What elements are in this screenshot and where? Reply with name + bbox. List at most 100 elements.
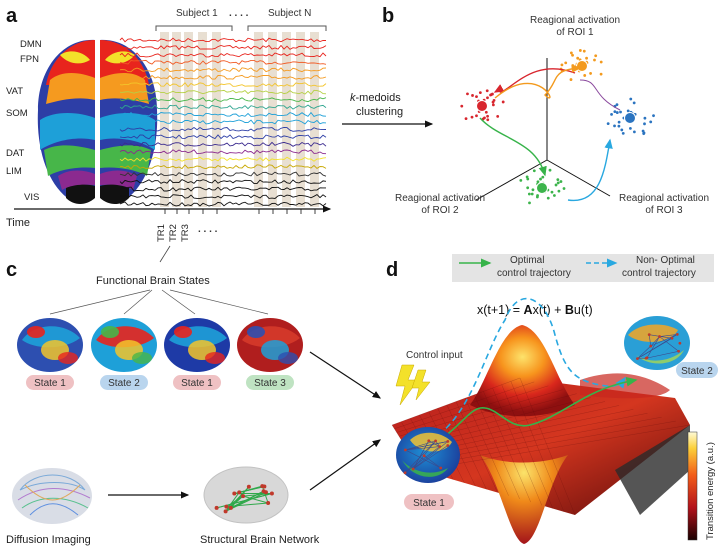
network-node bbox=[404, 471, 407, 474]
cluster-point bbox=[619, 111, 622, 114]
subject-dots: . . . . bbox=[229, 8, 249, 19]
network-node bbox=[678, 342, 681, 345]
network-node bbox=[224, 505, 228, 509]
timeseries-line bbox=[120, 165, 326, 169]
tr-to-state-connectors bbox=[160, 246, 170, 262]
tr3-label: TR3 bbox=[180, 224, 191, 242]
network-node bbox=[645, 357, 648, 360]
cluster-point bbox=[629, 127, 632, 130]
network-node bbox=[247, 485, 251, 489]
control-input-label: Control input bbox=[406, 350, 463, 361]
cluster-point bbox=[479, 91, 482, 94]
network-node bbox=[676, 333, 679, 336]
net-label-vis: VIS bbox=[24, 192, 39, 203]
functional-state-brains bbox=[17, 318, 303, 372]
network-node bbox=[241, 494, 245, 498]
cluster-point bbox=[633, 101, 636, 104]
cluster-point bbox=[600, 61, 603, 64]
cluster-point bbox=[475, 114, 478, 117]
brain-region bbox=[58, 352, 78, 364]
state-brain bbox=[164, 318, 230, 372]
diffusion-brain bbox=[12, 468, 92, 524]
cluster-point bbox=[600, 73, 603, 76]
cluster-point bbox=[528, 201, 531, 204]
network-node bbox=[232, 492, 236, 496]
cluster-point bbox=[465, 117, 468, 120]
structural-brain bbox=[204, 467, 288, 523]
network-node bbox=[677, 350, 680, 353]
cluster-point bbox=[560, 180, 563, 183]
cluster-point bbox=[471, 116, 474, 119]
net-label-dat: DAT bbox=[6, 148, 24, 159]
cluster-centroid bbox=[477, 101, 488, 112]
network-node bbox=[636, 357, 639, 360]
state-start-label: State 1 bbox=[413, 498, 445, 509]
cluster-point bbox=[531, 193, 534, 196]
time-label: Time bbox=[6, 217, 30, 229]
cluster-point bbox=[618, 121, 621, 124]
network-node bbox=[438, 445, 441, 448]
network-node bbox=[446, 440, 449, 443]
cluster-green bbox=[519, 169, 565, 204]
network-node bbox=[237, 490, 241, 494]
brain-region bbox=[205, 352, 225, 364]
network-node bbox=[229, 506, 233, 510]
transition-blue bbox=[568, 140, 610, 200]
subject-first-label: Subject 1 bbox=[176, 8, 218, 19]
timeseries-line bbox=[120, 187, 326, 191]
brain-region bbox=[101, 326, 119, 338]
cluster-point bbox=[557, 181, 560, 184]
cluster-point bbox=[475, 95, 478, 98]
cluster-point bbox=[547, 197, 550, 200]
cluster-point bbox=[594, 54, 597, 57]
subject-brackets bbox=[156, 26, 326, 31]
cluster-point bbox=[496, 115, 499, 118]
state-brain bbox=[17, 318, 83, 372]
timeseries-line bbox=[120, 180, 326, 184]
axis-roi1-line2: of ROI 1 bbox=[556, 27, 594, 38]
cluster-point bbox=[492, 101, 495, 104]
net-label-fpn: FPN bbox=[20, 54, 39, 65]
state-brain bbox=[237, 318, 303, 372]
state-pill-label: State 1 bbox=[181, 378, 213, 389]
cluster-point bbox=[526, 186, 529, 189]
net-label-dmn: DMN bbox=[20, 39, 42, 50]
network-node bbox=[266, 501, 270, 505]
network-node bbox=[270, 492, 274, 496]
time-ticks bbox=[165, 209, 315, 214]
transition-orange bbox=[495, 68, 580, 98]
axis-roi3-line2: of ROI 3 bbox=[645, 205, 683, 216]
cluster-point bbox=[644, 117, 647, 120]
state-pill-label: State 1 bbox=[34, 378, 66, 389]
cluster-point bbox=[492, 103, 495, 106]
cluster-point bbox=[460, 105, 463, 108]
axis-roi1-line1: Reagional activation bbox=[530, 15, 620, 26]
functional-states-title: Functional Brain States bbox=[96, 275, 210, 287]
network-node bbox=[446, 444, 449, 447]
network-node bbox=[658, 335, 661, 338]
states-to-landscape-arrow bbox=[310, 352, 380, 398]
timeseries-line bbox=[120, 202, 326, 206]
legend-nonoptimal-line2: control trajectory bbox=[622, 268, 696, 279]
cluster-point bbox=[627, 109, 630, 112]
cluster-point bbox=[486, 89, 489, 92]
network-node bbox=[224, 509, 228, 513]
tr-dots: . . . . bbox=[198, 224, 218, 235]
panel-c-label: c bbox=[6, 259, 17, 281]
cluster-point bbox=[622, 132, 625, 135]
tr1-label: TR1 bbox=[156, 224, 167, 242]
timeseries-line bbox=[120, 172, 326, 176]
network-node bbox=[262, 489, 266, 493]
timeseries-line bbox=[120, 53, 326, 57]
panel-d-label: d bbox=[386, 259, 398, 281]
cluster-point bbox=[616, 111, 619, 114]
cluster-point bbox=[643, 122, 646, 125]
brain-region bbox=[132, 352, 152, 364]
cluster-point bbox=[563, 187, 566, 190]
cluster-centroid bbox=[537, 183, 548, 194]
net-label-lim: LIM bbox=[6, 166, 22, 177]
brain-region bbox=[278, 352, 298, 364]
brain-region bbox=[27, 326, 45, 338]
